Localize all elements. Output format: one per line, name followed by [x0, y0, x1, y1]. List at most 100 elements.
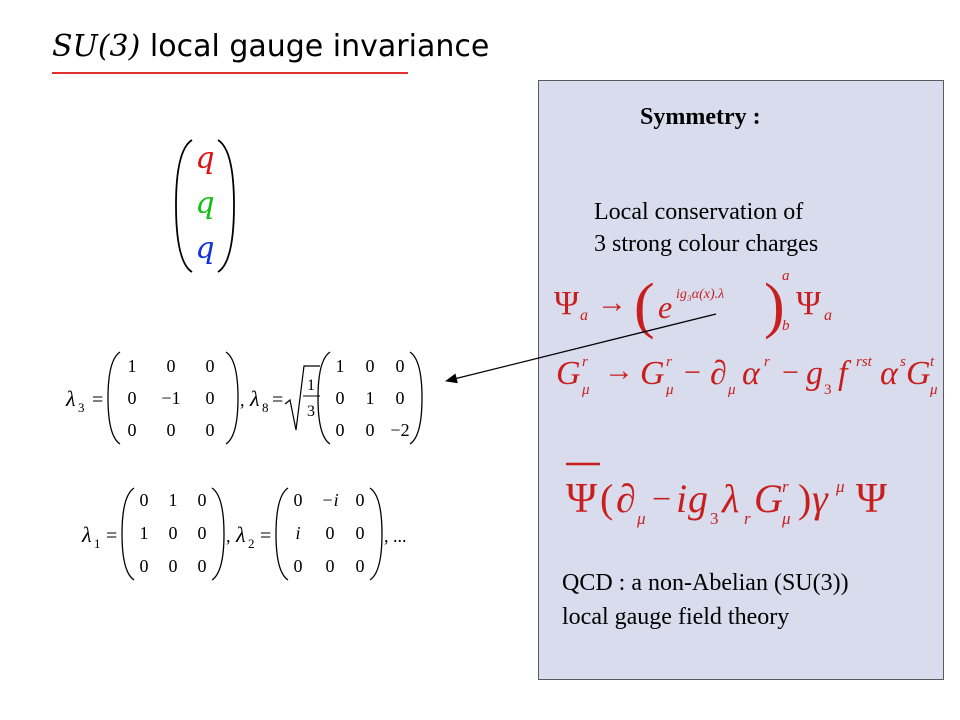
eq1-exp-e: e	[658, 289, 672, 325]
eq2-mu-4: μ	[929, 382, 938, 398]
title-text: local gauge invariance	[140, 29, 490, 64]
matrix-cell: 0	[169, 556, 178, 576]
title-underline	[52, 72, 408, 74]
eq1-sup-a: a	[782, 268, 790, 284]
eq3-i: i	[676, 476, 687, 521]
sqrt-sign	[284, 365, 320, 431]
eq1-paren-right: )	[764, 272, 785, 340]
quark-red: q	[195, 141, 214, 176]
conservation-line-2: 3 strong colour charges	[594, 231, 819, 257]
lambda8-bracket-left	[317, 351, 331, 445]
comma: ,	[240, 390, 245, 410]
qcd-line-2: local gauge field theory	[562, 604, 790, 630]
gell-mann-row-1: λ 3 = 1 0 0 0 −1 0 0 0 0 , λ 8 = 1 3 1 0…	[65, 351, 423, 445]
matrix-cell: 0	[128, 420, 137, 440]
matrix-cell: 0	[366, 420, 375, 440]
lambda8-symbol: λ	[249, 386, 260, 411]
lambda1-cells: 0 1 0 1 0 0 0 0 0	[140, 490, 207, 576]
sqrt-denominator: 3	[307, 403, 315, 420]
lambda2-bracket-right	[369, 487, 383, 581]
lambda3-cells: 1 0 0 0 −1 0 0 0 0	[128, 356, 215, 440]
matrix-cell: 0	[198, 556, 207, 576]
matrix-cell: 1	[128, 356, 137, 376]
pointer-arrow	[445, 313, 717, 384]
eq3-mu-3: μ	[835, 477, 845, 496]
matrix-cell: 0	[206, 356, 215, 376]
lambda1-bracket-right	[211, 487, 225, 581]
matrix-cell: i	[295, 523, 300, 543]
matrix-cell: 0	[128, 388, 137, 408]
eq3-gamma: γ	[812, 476, 829, 521]
sqrt-numerator: 1	[307, 377, 315, 394]
matrix-cell: 0	[366, 356, 375, 376]
matrix-cell: 0	[356, 556, 365, 576]
eq2-s: s	[900, 354, 906, 370]
matrix-cell: 0	[167, 356, 176, 376]
matrix-cell: −1	[161, 388, 180, 408]
eq3-g: g	[688, 476, 708, 521]
matrix-cell: 0	[206, 388, 215, 408]
lambda3-bracket-left	[107, 351, 121, 445]
lambda1-equals: =	[106, 525, 117, 547]
eq1-sub-a: a	[580, 307, 588, 324]
matrix-cell: 0	[294, 556, 303, 576]
symmetry-panel	[538, 80, 944, 680]
lambda3-symbol: λ	[65, 386, 76, 411]
matrix-cell: 0	[396, 388, 405, 408]
eq2-rst: rst	[856, 354, 873, 370]
eq3-3: 3	[710, 509, 719, 528]
eq3-G: G	[754, 476, 783, 521]
eq2-g: g	[806, 355, 823, 392]
lambda1-bracket-left	[121, 487, 135, 581]
eq2-t: t	[930, 354, 935, 370]
eq1-exponent: ig₃α(x).λ	[676, 287, 724, 302]
eq2-r: r	[582, 354, 588, 370]
eq1-paren-left: (	[634, 272, 655, 340]
eq2-G-3: G	[906, 355, 931, 392]
lambda2-index: 2	[248, 536, 255, 551]
matrix-cell: 1	[169, 490, 178, 510]
eq3-minus: −	[652, 481, 671, 518]
eq2-mu: μ	[581, 382, 590, 398]
eq2-r-3: r	[764, 354, 770, 370]
matrix-cell: 0	[356, 490, 365, 510]
eq2-f: f	[838, 355, 852, 392]
symmetry-heading: Symmetry :	[640, 104, 761, 130]
matrix-cell: −i	[321, 490, 338, 510]
eq1-psi: Ψ	[554, 285, 579, 322]
matrix-cell: 0	[326, 523, 335, 543]
eq3-r: r	[744, 509, 751, 528]
eq2-partial: ∂	[710, 355, 727, 392]
eq2-minus-2: −	[782, 356, 799, 389]
eq2-minus: −	[684, 356, 701, 389]
gell-mann-row-2: λ 1 = 0 1 0 1 0 0 0 0 0 , λ 2 = 0 −i 0 i…	[81, 487, 407, 581]
eq3-mu-2: μ	[781, 509, 791, 528]
eq3-lambda: λ	[721, 476, 739, 521]
matrix-cell: 0	[294, 490, 303, 510]
eq3-partial: ∂	[616, 476, 636, 521]
eq1-sub-b: b	[782, 318, 790, 334]
eq1-sub-a-2: a	[824, 307, 832, 324]
lambda8-index: 8	[262, 400, 269, 415]
eq3-paren-right: )	[798, 476, 811, 521]
eq3-r-2: r	[782, 477, 789, 496]
matrix-cell: −2	[390, 420, 409, 440]
eq3-paren-left: (	[600, 476, 613, 521]
quark-blue: q	[195, 231, 214, 266]
equation-transformation-gluon: G r μ → G r μ − ∂ μ α r − g 3 f rst α s …	[556, 354, 938, 398]
title-math: SU(3)	[52, 29, 141, 64]
lambda3-bracket-right	[225, 351, 239, 445]
conservation-text: Local conservation of 3 strong colour ch…	[594, 196, 818, 260]
eq3-psibar: Ψ	[566, 476, 597, 522]
conservation-line-1: Local conservation of	[594, 199, 804, 225]
matrix-cell: 1	[140, 523, 149, 543]
matrix-cell: 0	[206, 420, 215, 440]
quark-green: q	[195, 186, 214, 221]
equation-transformation-psi: Ψ a → ( e ig₃α(x).λ ) a b Ψ a	[554, 268, 832, 340]
lambda2-symbol: λ	[235, 522, 246, 547]
quark-bracket-right	[217, 139, 235, 273]
qcd-text: QCD : a non-Abelian (SU(3)) local gauge …	[562, 566, 849, 634]
matrix-cell: 0	[198, 523, 207, 543]
matrix-cell: 0	[140, 556, 149, 576]
eq2-mu-2: μ	[665, 382, 674, 398]
